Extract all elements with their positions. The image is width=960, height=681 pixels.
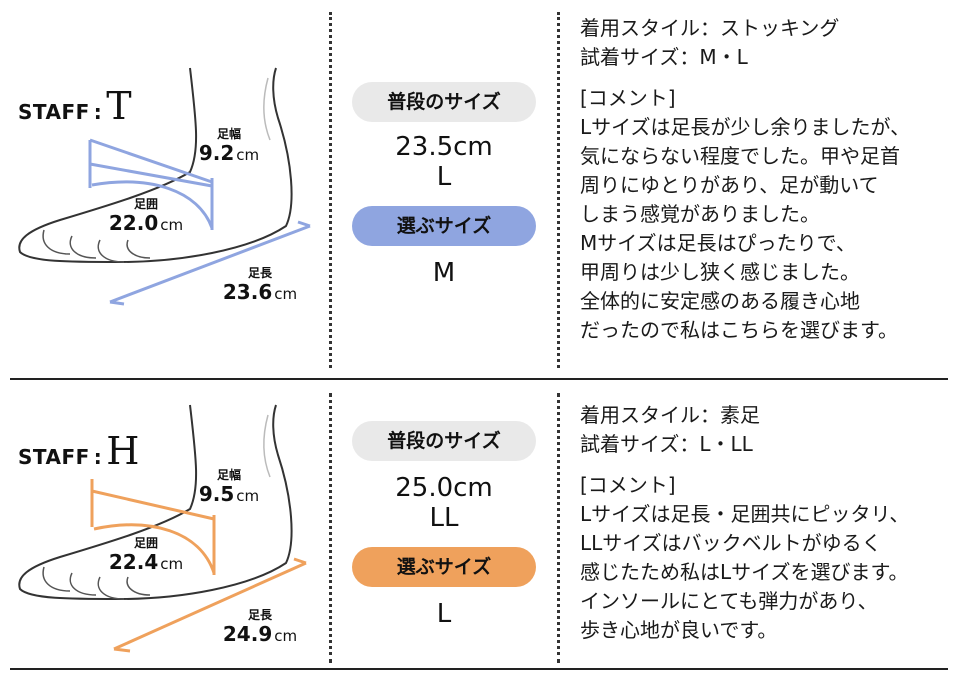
staff-t-foot-illustration	[18, 67, 311, 306]
foot-girth-caption: 足囲	[133, 536, 158, 550]
comment-line: インソールにとても弾力があり、	[580, 589, 878, 613]
staff-h-comment-column: 着用スタイル：素足 試着サイズ：L・LL [コメント] Lサイズは足長・足囲共に…	[580, 401, 955, 645]
comment-line: 歩き心地が良いです。	[580, 618, 778, 642]
staff-h-foot-illustration	[18, 404, 307, 653]
wear-style-line: 着用スタイル：素足	[580, 403, 760, 427]
foot-width-marker	[90, 479, 216, 575]
foot-length-marker	[113, 557, 307, 653]
foot-length-value: 24.9	[222, 622, 273, 646]
usual-size-value: 23.5	[395, 132, 454, 162]
staff-colon: :	[93, 445, 103, 469]
foot-girth-value: 22.0	[108, 211, 159, 235]
staff-t-size-column: 普段のサイズ 23.5cm L 選ぶサイズ M	[352, 82, 536, 288]
usual-size-value-row: 25.0cm	[352, 473, 536, 503]
usual-size-badge: 普段のサイズ	[352, 421, 536, 461]
comment-header: [コメント]	[580, 473, 676, 497]
tried-size-line: 試着サイズ：M・L	[580, 45, 748, 69]
chosen-size-badge: 選ぶサイズ	[352, 206, 536, 246]
foot-width-unit: cm	[236, 146, 260, 164]
divider-dotted-left	[329, 12, 332, 368]
foot-width-caption: 足幅	[216, 127, 241, 141]
chosen-size-badge: 選ぶサイズ	[352, 547, 536, 587]
section-divider	[10, 378, 948, 380]
comment-line: 気にならない程度でした。甲や足首	[580, 144, 900, 168]
staff-label: STAFF	[18, 100, 90, 124]
usual-size-badge: 普段のサイズ	[352, 82, 536, 122]
foot-width-value: 9.5	[198, 482, 235, 506]
foot-girth-unit: cm	[160, 216, 184, 234]
foot-girth-unit: cm	[160, 555, 184, 573]
usual-size-value-row: 23.5cm	[352, 132, 536, 162]
chosen-size-letter: M	[432, 258, 456, 288]
foot-girth-caption: 足囲	[133, 197, 158, 211]
staff-initial: T	[106, 84, 133, 128]
comment-line: LLサイズはバックベルトがゆるく	[580, 531, 882, 555]
usual-size-letter: L	[436, 162, 452, 192]
staff-h-size-column: 普段のサイズ 25.0cm LL 選ぶサイズ L	[352, 421, 536, 629]
staff-initial: H	[106, 429, 140, 473]
foot-length-caption: 足長	[247, 266, 272, 280]
staff-label: STAFF	[18, 445, 90, 469]
comment-line: だったので私はこちらを選びます。	[580, 318, 898, 342]
foot-length-value: 23.6	[222, 280, 273, 304]
staff-t-comment-column: 着用スタイル：ストッキング 試着サイズ：M・L [コメント] Lサイズは足長が少…	[580, 14, 955, 345]
comment-header: [コメント]	[580, 86, 676, 110]
comment-line: 周りにゆとりがあり、足が動いて	[580, 173, 879, 197]
comment-line: Lサイズは足長・足囲共にピッタリ、	[580, 502, 910, 526]
chosen-size-letter: L	[436, 599, 452, 629]
foot-length-marker	[109, 220, 311, 306]
foot-girth-marker	[93, 523, 216, 574]
usual-size-value: 25.0	[395, 473, 454, 503]
usual-size-letter: LL	[429, 503, 459, 533]
foot-length-unit: cm	[274, 627, 298, 645]
comment-line: Lサイズは足長が少し余りましたが、	[580, 115, 911, 139]
foot-length-unit: cm	[274, 285, 298, 303]
foot-girth-value: 22.4	[108, 550, 159, 574]
comment-line: 感じたため私はLサイズを選びます。	[580, 560, 909, 584]
foot-width-unit: cm	[236, 487, 260, 505]
staff-t-name: STAFF : T	[18, 84, 132, 128]
foot-length-caption: 足長	[247, 608, 272, 622]
comment-line: 甲周りは少し狭く感じました。	[580, 260, 860, 284]
usual-size-unit: cm	[453, 473, 493, 503]
divider-dotted-left	[329, 393, 332, 663]
staff-h-name: STAFF : H	[18, 429, 140, 473]
foot-width-marker	[88, 138, 214, 230]
foot-width-value: 9.2	[198, 141, 235, 165]
comment-line: 全体的に安定感のある履き心地	[580, 289, 860, 313]
foot-outline	[18, 67, 293, 264]
tried-size-line: 試着サイズ：L・LL	[580, 432, 753, 456]
comment-line: Mサイズは足長はぴったりで、	[580, 231, 856, 255]
comment-line: しまう感覚がありました。	[580, 202, 820, 226]
usual-size-unit: cm	[453, 132, 493, 162]
divider-dotted-right	[557, 12, 560, 368]
staff-colon: :	[93, 100, 103, 124]
wear-style-line: 着用スタイル：ストッキング	[580, 16, 840, 40]
foot-girth-marker	[91, 180, 214, 229]
foot-width-caption: 足幅	[216, 468, 241, 482]
divider-dotted-right	[557, 393, 560, 663]
section-divider-bottom	[10, 668, 948, 670]
